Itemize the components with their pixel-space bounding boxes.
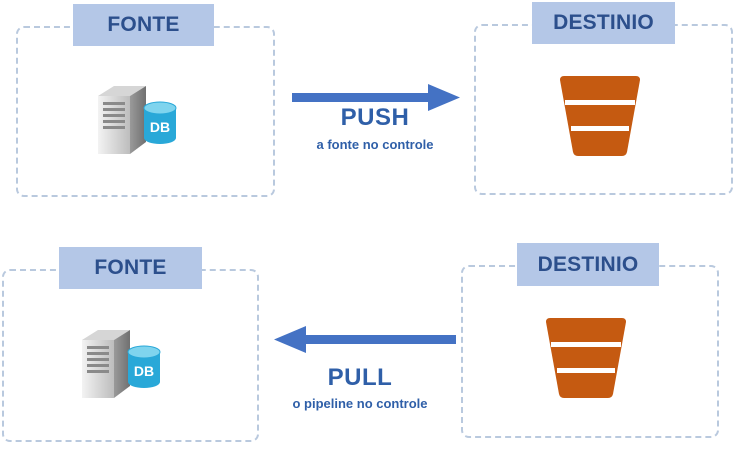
destination-label-top: DESTINIO <box>532 2 675 44</box>
db-text: DB <box>150 119 170 135</box>
push-title: PUSH <box>340 104 410 131</box>
destination-label-bottom: DESTINIO <box>517 243 659 286</box>
db-text: DB <box>134 363 154 379</box>
database-server-icon: DB <box>82 330 161 398</box>
source-label-bottom: FONTE <box>59 247 202 289</box>
pull-arrow <box>274 326 456 353</box>
storage-bucket-icon <box>546 318 626 398</box>
push-caption: a fonte no controle <box>316 137 434 152</box>
pull-title: PULL <box>327 364 393 391</box>
source-label-top: FONTE <box>73 4 214 46</box>
storage-bucket-icon <box>560 76 640 156</box>
push-arrow <box>292 84 460 111</box>
database-server-icon: DB <box>98 86 177 154</box>
pull-caption: o pipeline no controle <box>292 396 428 411</box>
